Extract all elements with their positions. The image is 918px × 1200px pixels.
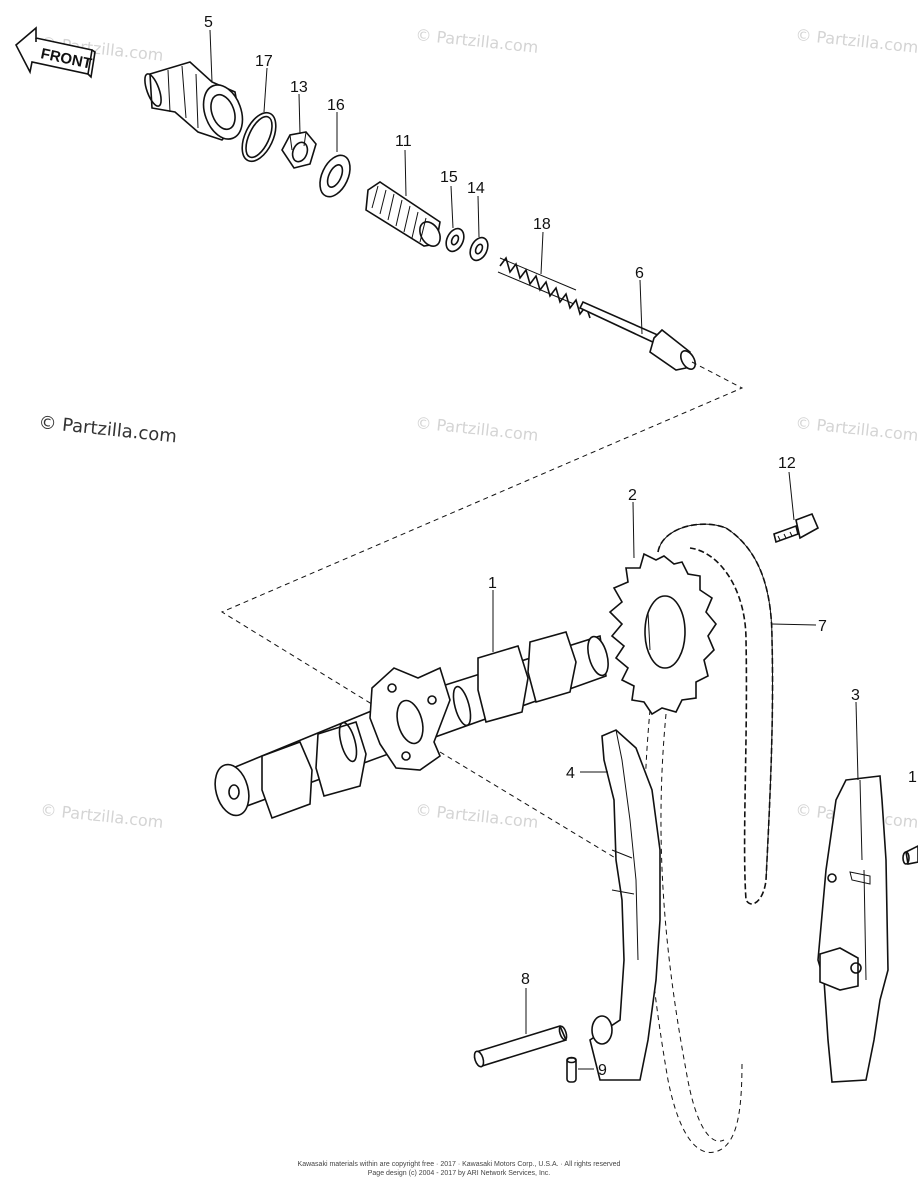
callout-labels: 5 17 13 16 11 15 14 18 6 12 2 1 7 3 4 1 … [204,14,917,1079]
part-9-dowel [566,1056,577,1083]
callout-1: 1 [488,575,497,592]
callout-15: 15 [440,169,458,186]
callout-6: 6 [635,265,644,282]
part-12-bolt [773,512,820,544]
footer-line-1: Kawasaki materials within are copyright … [298,1161,621,1168]
watermark: © Partzilla.com [40,800,165,832]
callout-9: 9 [598,1062,607,1079]
callout-1-partial: 1 [908,769,917,786]
part-3-chain-guide [817,775,889,1083]
footer-line-2: Page design (c) 2004 - 2017 by ARI Netwo… [368,1170,551,1177]
callout-5: 5 [204,14,213,31]
part-15-washer [445,227,465,253]
assembly-guide-line [220,361,744,707]
callout-3: 3 [851,687,860,704]
part-14-washer [469,236,489,262]
watermark: © Partzilla.com [415,25,540,57]
callout-2: 2 [628,487,637,504]
callout-14: 14 [467,180,485,197]
copyright-footer: Kawasaki materials within are copyright … [298,1161,621,1177]
watermark: © Partzilla.com [795,25,918,57]
callout-8: 8 [521,971,530,988]
part-11-rubber-boot [365,181,441,247]
part-1-camshaft [214,631,609,820]
part-2-sprocket [608,552,717,716]
part-13-nut [281,131,317,169]
callout-18: 18 [533,216,551,233]
leader-lines [209,29,859,1070]
callout-7: 7 [818,618,827,635]
part-4-chain-guide [589,729,661,1081]
watermark-main: © Partzilla.com [37,412,177,447]
watermark: © Partzilla.com [415,800,540,832]
part-5-tensioner-body [144,61,244,141]
part-17-o-ring [241,111,277,163]
watermark: © Partzilla.com [415,413,540,445]
part-18-spring [497,256,591,319]
part-8-pin [473,1025,568,1068]
callout-13: 13 [290,79,308,96]
callout-12: 12 [778,455,796,472]
part-6-push-rod [578,300,697,371]
callout-4: 4 [566,765,575,782]
callout-16: 16 [327,97,345,114]
callout-11: 11 [395,133,412,150]
part-10-pin-partial [902,845,918,865]
watermark: © Partzilla.com [795,413,918,445]
part-16-washer [319,154,351,198]
callout-17: 17 [255,53,273,70]
